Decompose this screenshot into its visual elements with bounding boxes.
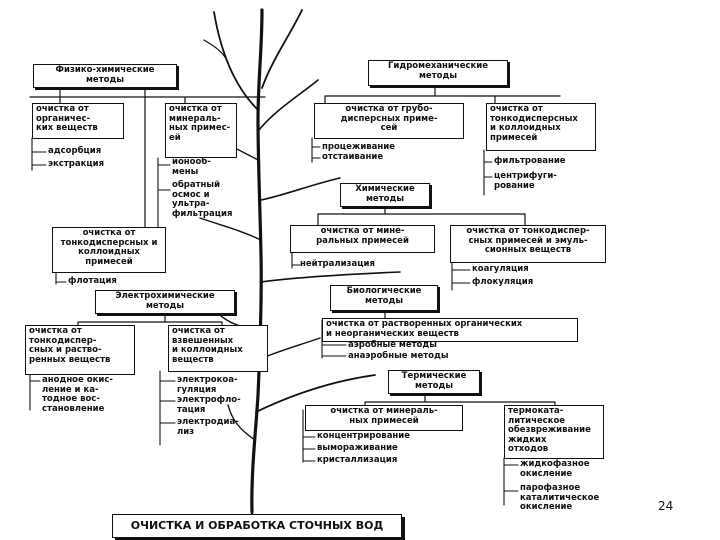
connector (29, 86, 266, 229)
chemical-header: Химические методы (340, 183, 430, 207)
thermal-mineral-item: концентрирование (317, 431, 411, 441)
chemical-emulsion-box: очистка от тонкодиспер- сных примесей и … (450, 225, 606, 263)
physchem-fine-box: очистка от тонкодисперсных и коллоидных … (52, 227, 166, 273)
electrochem-dissolved-box: очистка от тонкодиспер- сных и раство- р… (25, 325, 135, 375)
electrochem-header: Электрохимические методы (95, 290, 235, 314)
thermal-header: Термические методы (388, 370, 480, 394)
thermal-mineral-item: вымораживание (317, 443, 398, 453)
biological-item: анаэробные методы (348, 351, 449, 361)
physchem-fine-item: флотация (68, 276, 117, 286)
hydromech-fine-item: центрифуги- рование (494, 171, 557, 191)
tree-branch (203, 39, 229, 63)
tree-branch (260, 271, 401, 283)
tree-branch (255, 374, 376, 413)
connector (317, 206, 526, 226)
connector (302, 409, 316, 463)
tree-branch (258, 79, 319, 131)
electrochem-suspended-item: электрокоа- гуляция (177, 375, 238, 395)
physchem-organic-item: адсорбция (48, 146, 102, 156)
thermal-catalytic-item: жидкофазное окисление (520, 459, 590, 479)
electrochem-suspended-item: электродиа- лиз (177, 417, 239, 437)
chemical-mineral-box: очистка от мине- ральных примесей (290, 225, 435, 253)
electrochem-dissolved-item: анодное окис- ление и ка- тодное вос- ст… (42, 375, 113, 414)
connector (311, 137, 321, 163)
thermal-catalytic-box: термоката- литическое обезвреживание жид… (504, 405, 604, 459)
page-number: 24 (658, 499, 674, 513)
hydromech-fine-item: фильтрование (494, 156, 566, 166)
connector (451, 261, 471, 291)
biological-item: аэробные методы (348, 340, 437, 350)
physchem-organic-item: экстракция (48, 159, 105, 169)
physchem-mineral-box: очистка от минераль- ных примес- ей (165, 103, 237, 158)
tree-branch (261, 9, 303, 89)
thermal-catalytic-item: парофазное каталитическое окисление (520, 483, 600, 512)
chemical-emulsion-item: флокуляция (472, 277, 534, 287)
root-box: ОЧИСТКА И ОБРАБОТКА СТОЧНЫХ ВОД (112, 514, 402, 538)
electrochem-suspended-item: электрофло- тация (177, 395, 241, 415)
physchem-organic-box: очистка от органичес- ких веществ (32, 103, 124, 139)
thermal-mineral-box: очистка от минераль- ных примесей (305, 405, 463, 431)
hydromech-coarse-item: отстаивание (322, 152, 384, 162)
tree-branch (213, 11, 259, 111)
hydromech-coarse-item: процеживание (322, 142, 395, 152)
tree-trunk (250, 8, 264, 514)
electrochem-suspended-box: очистка от взвешенных и коллоидных вещес… (168, 325, 268, 372)
tree-branch (227, 404, 256, 441)
connector (77, 313, 223, 327)
hydromech-fine-box: очистка от тонкодисперсных и коллоидных … (486, 103, 596, 151)
tree-branch (199, 217, 262, 241)
connector (483, 149, 493, 196)
biological-dissolved-box: очистка от растворенных органических и н… (322, 318, 578, 342)
chemical-mineral-item: нейтрализация (300, 259, 375, 269)
connector (29, 373, 41, 411)
connector (159, 370, 176, 446)
physchem-mineral-item: ионооб- мены (172, 157, 211, 177)
hydromech-coarse-box: очистка от грубо- дисперсных приме- сей (314, 103, 464, 139)
hydromech-header: Гидромеханические методы (368, 60, 508, 86)
connector (55, 271, 67, 285)
biological-header: Биологические методы (330, 285, 438, 311)
connector (364, 393, 556, 406)
physchem-header: Физико-химические методы (33, 64, 177, 88)
connector (291, 251, 301, 269)
connector (31, 137, 47, 171)
physchem-mineral-item: обратный осмос и ультра- фильтрация (172, 180, 233, 219)
thermal-mineral-item: кристаллизация (317, 455, 398, 465)
tree-branch (260, 177, 341, 201)
connector (324, 84, 561, 105)
chemical-emulsion-item: коагуляция (472, 264, 529, 274)
connector (503, 457, 519, 506)
